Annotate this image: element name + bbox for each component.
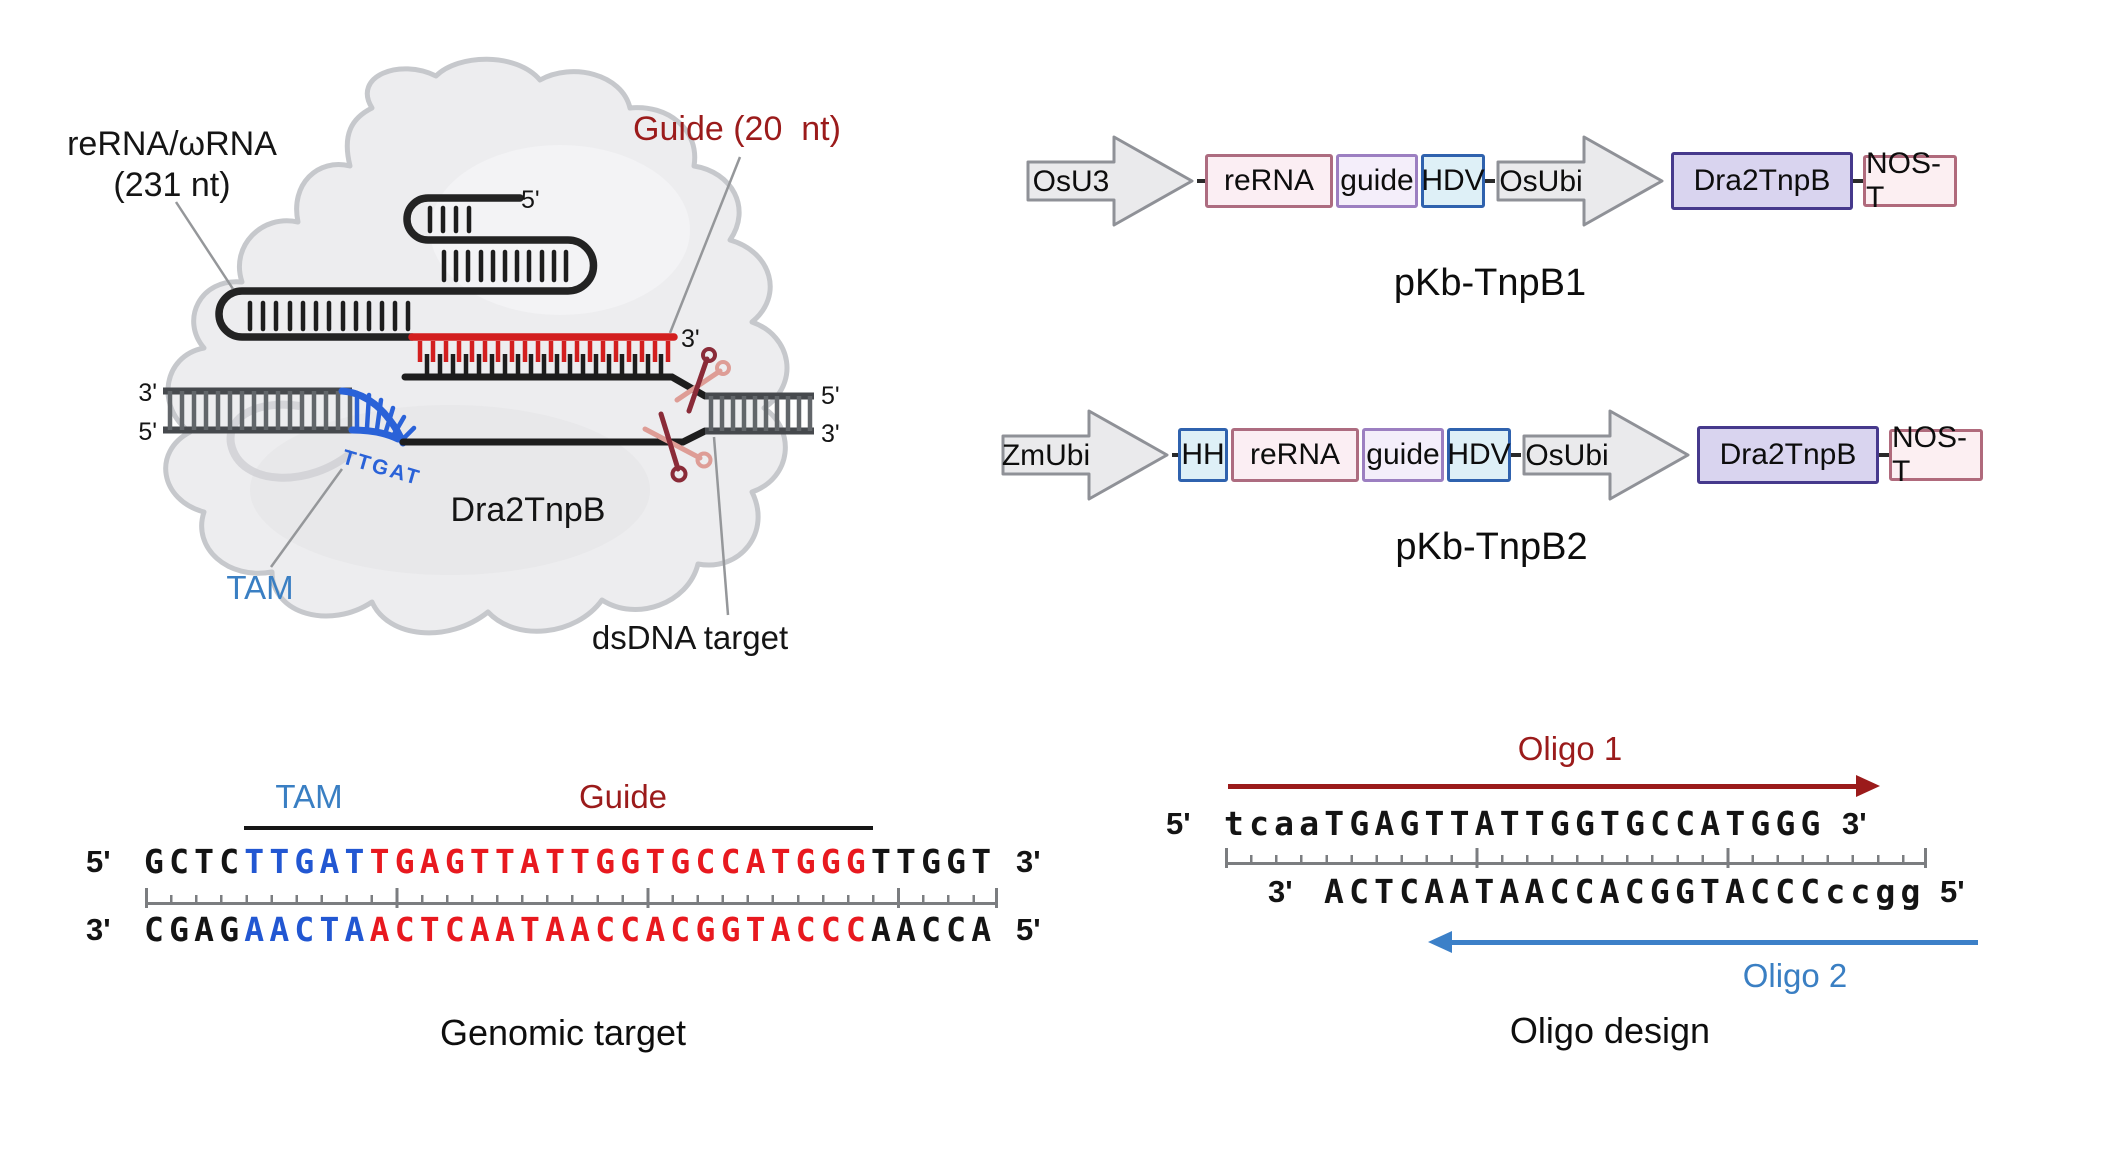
blob-swirl — [226, 400, 355, 482]
dsdna-left-rungs — [167, 391, 353, 430]
gene-box-rerna: reRNA — [1231, 428, 1359, 482]
gene-box-guide: guide — [1362, 428, 1444, 482]
gene-box-hdv: HDV — [1447, 428, 1511, 482]
oligo1-arrow — [1228, 775, 1880, 797]
gene-box-rerna: reRNA — [1205, 154, 1333, 208]
strand-end-label: 3' — [1842, 806, 1867, 841]
genomic-caption: Genomic target — [439, 1012, 687, 1053]
rerna-label-line2: (231 nt) — [113, 166, 230, 204]
rerna-label-line1: reRNA/ωRNA — [67, 125, 277, 163]
seq-flank: GCTC — [144, 842, 245, 881]
oligo2-label: Oligo 2 — [1742, 957, 1848, 994]
oligo2-arrow — [1428, 931, 1978, 953]
connector-line — [1511, 453, 1521, 457]
gene-box-nos-t: NOS-T — [1863, 147, 1957, 214]
guide-three-prime-label: 3' — [681, 325, 700, 353]
right-dsdna-three-prime: 3' — [821, 420, 840, 448]
genomic-guide-label: Guide — [578, 778, 668, 815]
left-dsdna-three-prime: 3' — [138, 379, 157, 407]
dsdna-target-label: dsDNA target — [592, 619, 788, 656]
seq-flank: AACCA — [870, 910, 997, 949]
promoter-arrow-osubi: OsUbi — [1522, 409, 1690, 501]
tam-region — [338, 387, 417, 447]
connector-line — [1853, 179, 1863, 183]
scissors-icon — [674, 347, 731, 414]
strand-end-label: 5' — [1940, 874, 1965, 909]
rna-stem-ticks — [247, 205, 569, 332]
seq-guide: ACTCAATAACCACGGTACCC — [369, 910, 871, 949]
seq-tam: TTGAT — [244, 842, 370, 881]
genomic-tam-label: TAM — [275, 778, 343, 815]
oligo1-sequence: tcaaTGAGTTATTGGTGCCATGGG — [1224, 804, 1826, 843]
promoter-label: OsU3 — [1033, 165, 1110, 198]
genomic-bottom-strand: 3' CGAGAACTAACTCAATAACCACGGTACCCAACCA 5' — [78, 910, 1078, 952]
dsdna-left — [163, 387, 353, 434]
oligo1-label: Oligo 1 — [1517, 730, 1623, 767]
gene-box-hdv: HDV — [1421, 154, 1485, 208]
oligo-top-strand: 5' tcaaTGAGTTATTGGTGCCATGGG 3' — [1140, 804, 2070, 846]
tam-underline — [244, 826, 370, 830]
seq-guide: TGAGTTATTGGTGCCATGGG — [369, 842, 871, 881]
scissors-icon — [642, 411, 713, 483]
sequence-ruler — [145, 888, 998, 912]
guide-underline — [370, 826, 873, 830]
strand-end-label: 5' — [86, 844, 111, 879]
construct-pkb-tnpb2: ZmUbi HH reRNA guide HDV OsUbi Dra2TnpB … — [1000, 405, 1983, 505]
promoter-label: OsUbi — [1525, 439, 1608, 472]
gene-box-hh: HH — [1178, 428, 1228, 482]
connector-line — [1197, 179, 1205, 183]
connector-line — [1879, 453, 1889, 457]
tam-label: TAM — [226, 569, 293, 606]
genomic-top-strand: 5' GCTCTTGATTGAGTTATTGGTGCCATGGGTTGGT 3' — [78, 842, 1078, 884]
gene-box-dra2tnpb: Dra2TnpB — [1697, 426, 1879, 484]
promoter-arrow-zmubi: ZmUbi — [1001, 409, 1169, 501]
left-dsdna-five-prime: 5' — [138, 418, 157, 446]
oligo2-sequence: ACTCAATAACCACGGTACCCccgg — [1324, 872, 1926, 911]
sequence-ruler — [1225, 848, 1927, 872]
oligo-design-panel: Oligo 1 5' tcaaTGAGTTATTGGTGCCATGGG 3' 3… — [1140, 722, 2070, 1062]
gene-box-guide: guide — [1336, 154, 1418, 208]
dsdna-right-rungs — [708, 396, 813, 431]
strand-end-label: 3' — [86, 912, 111, 947]
construct-name-pkb-tnpb2: pKb-TnpB2 — [1395, 526, 1588, 568]
displaced-strand — [399, 427, 709, 446]
tam-fan-ticks — [354, 390, 417, 444]
tnpb-complex-diagram: TTGAT — [67, 56, 841, 656]
protein-name-label: Dra2TnpB — [451, 491, 606, 529]
blob-shade — [250, 405, 650, 575]
strand-end-label: 3' — [1268, 874, 1293, 909]
callout-lines — [174, 156, 742, 616]
promoter-arrow-osubi: OsUbi — [1496, 135, 1664, 227]
construct-pkb-tnpb1: OsU3 reRNA guide HDV OsUbi Dra2TnpB NOS-… — [1025, 131, 1957, 231]
rerna-scaffold — [215, 194, 598, 341]
genomic-target-panel: TAM Guide 5' GCTCTTGATTGAGTTATTGGTGCCATG… — [78, 762, 1078, 1062]
promoter-label: OsUbi — [1499, 165, 1582, 198]
guide-comb-ticks — [417, 341, 671, 362]
seq-flank: CGAG — [144, 910, 245, 949]
connector-line — [1485, 179, 1495, 183]
strand-end-label: 5' — [1166, 806, 1191, 841]
connector-line — [1172, 453, 1178, 457]
strand-end-label: 5' — [1016, 912, 1041, 947]
right-dsdna-five-prime: 5' — [821, 382, 840, 410]
rna-five-prime-label: 5' — [521, 186, 540, 214]
gene-box-nos-t: NOS-T — [1889, 421, 1983, 488]
construct-name-pkb-tnpb1: pKb-TnpB1 — [1393, 262, 1587, 304]
dsdna-right — [705, 392, 814, 435]
strand-end-label: 3' — [1016, 844, 1041, 879]
promoter-arrow-osu3: OsU3 — [1026, 135, 1194, 227]
oligo-bottom-strand: 3' ACTCAATAACCACGGTACCCccgg 5' — [1140, 872, 2070, 914]
promoter-label: ZmUbi — [1002, 439, 1090, 472]
guide-label: Guide (20 nt) — [633, 110, 841, 148]
gene-box-dra2tnpb: Dra2TnpB — [1671, 152, 1853, 210]
seq-tam: AACTA — [244, 910, 370, 949]
oligo-caption: Oligo design — [1509, 1010, 1711, 1051]
seq-flank: TTGGT — [870, 842, 997, 881]
target-comb-ticks — [424, 354, 664, 375]
